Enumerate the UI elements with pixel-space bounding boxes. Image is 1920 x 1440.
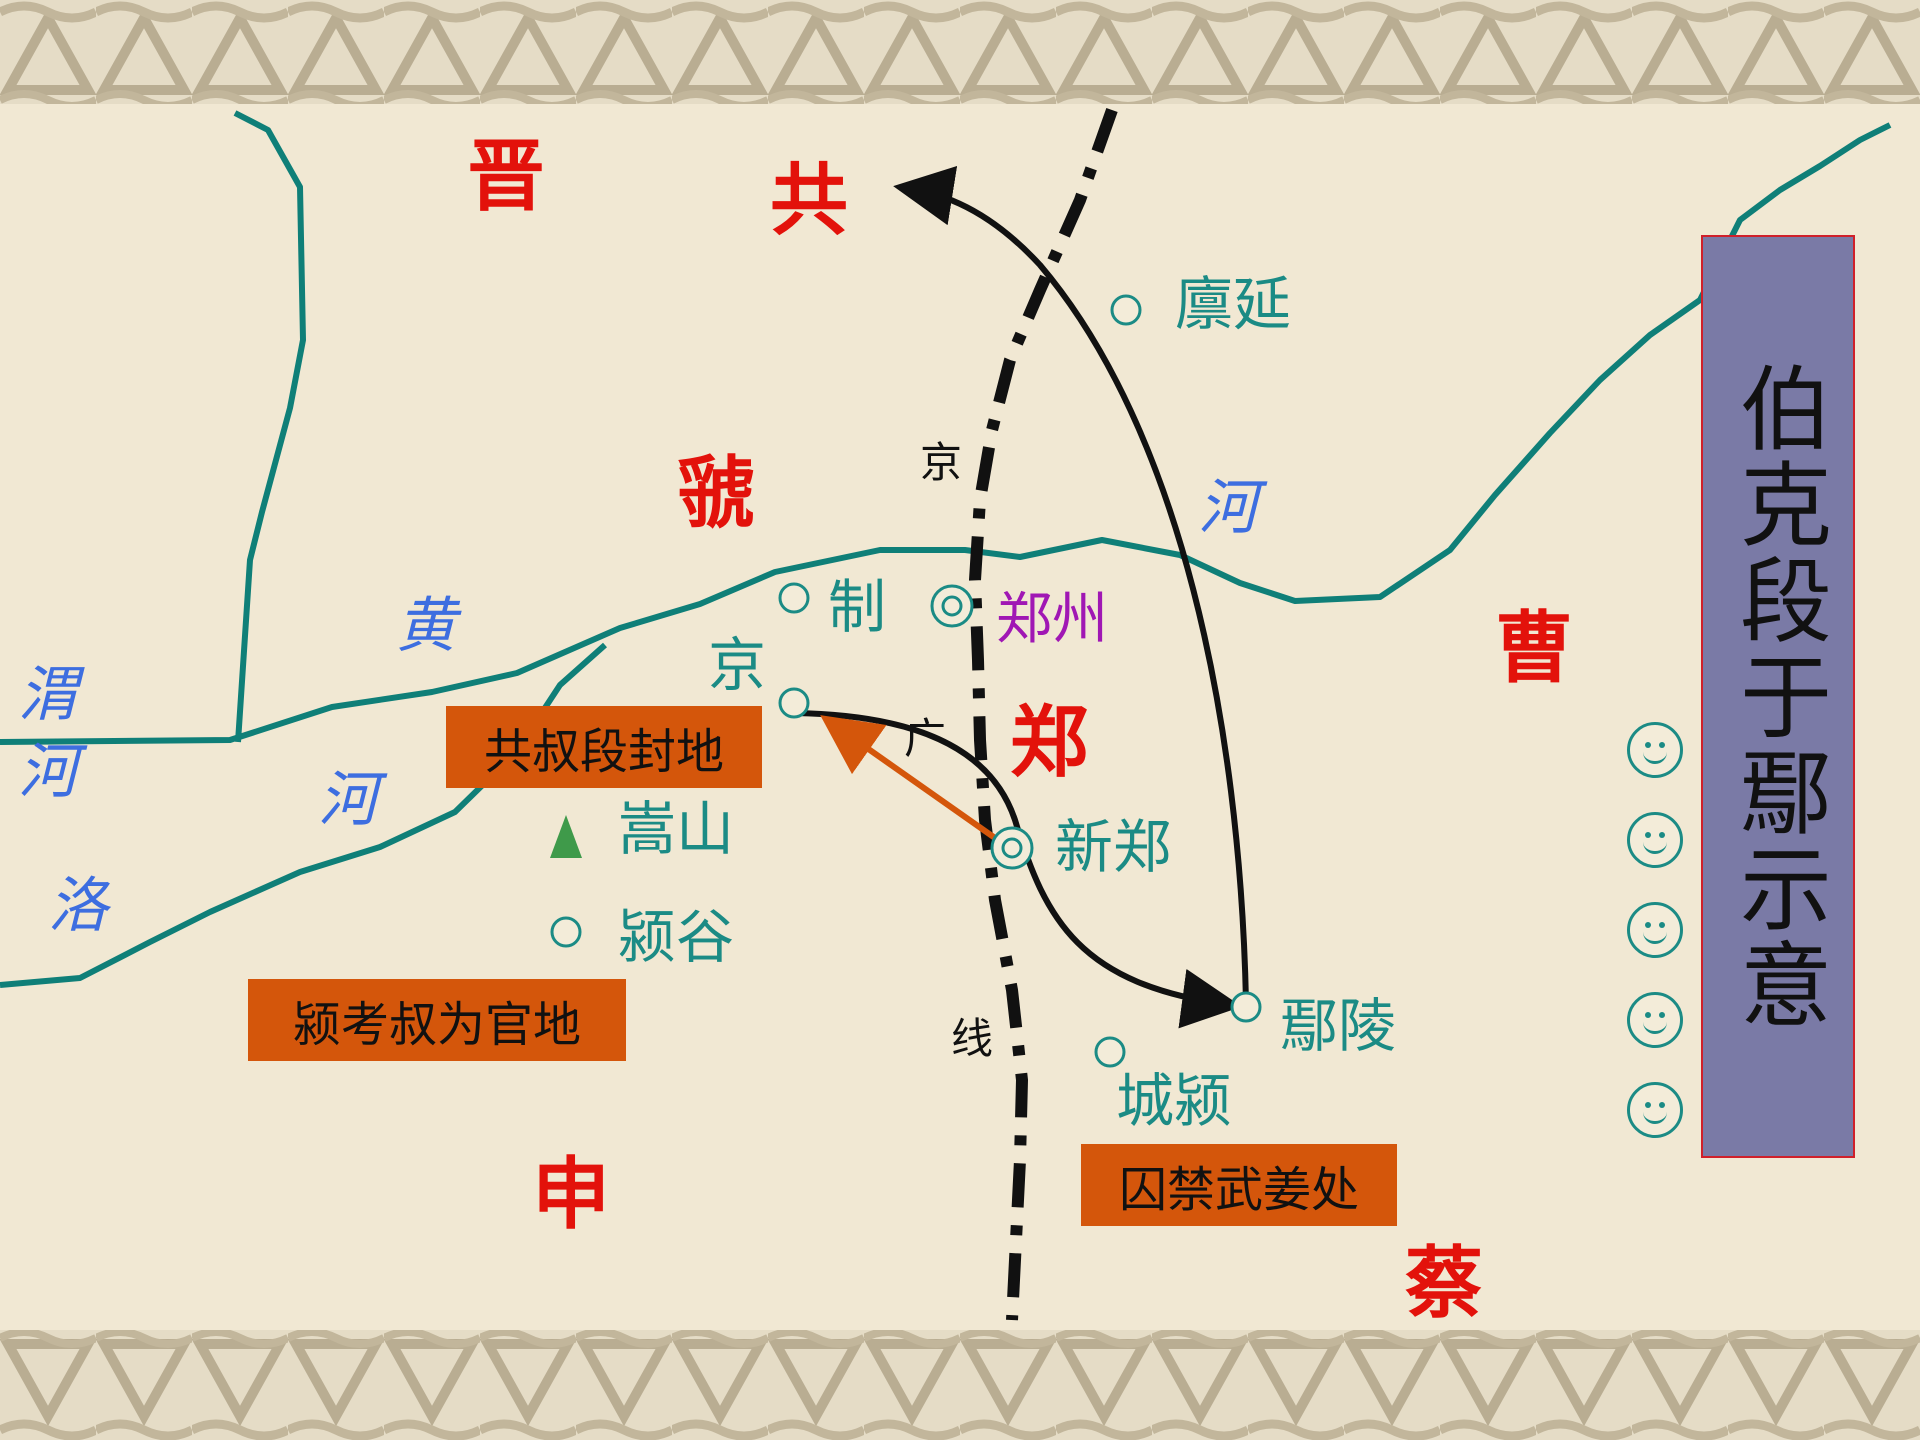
note-qinjin: 囚禁武姜处 [1081,1144,1397,1226]
city-linyan: 廪延 [1175,270,1292,338]
city-yinggu: 颍谷 [618,903,735,971]
state-jin: 晋 [467,132,546,222]
top-border-pattern [0,0,1920,104]
title-panel: 伯克段于鄢示意 [1701,235,1855,1158]
city-zhengzhou: 郑州 [996,587,1108,652]
state-guo: 虢 [677,449,756,539]
river-he-label: 河 [1198,473,1258,543]
river-luo-label: 洛 [48,871,108,941]
note-fengdi: 共叔段封地 [446,706,762,788]
river-he2-label: 河 [318,765,378,835]
city-xinzheng: 新郑 [1055,813,1172,881]
note-yingkao: 颍考叔为官地 [248,979,626,1061]
city-zhi: 制 [828,573,887,641]
city-marker-zhi [778,582,810,614]
city-marker-jing [778,687,810,719]
city-chengying: 城颍 [1116,1067,1233,1135]
city-marker-linyan [1110,294,1142,326]
bottom-border-pattern [0,1330,1920,1440]
state-cai: 蔡 [1405,1239,1484,1329]
city-marker-chengying [1094,1036,1126,1068]
jingguang-line [968,107,1118,1321]
line-label-xian: 线 [951,1014,994,1063]
river-huang-label: 黄 [396,591,456,661]
wei-river-line [233,110,306,743]
city-marker-xinzheng-inner [1001,837,1023,859]
mountain-icon [550,815,582,858]
state-gong: 共 [770,156,849,246]
page-title: 伯克段于鄢示意 [1724,360,1832,1033]
arrow-jing-to-yanling [794,710,1242,1029]
line-label-guang: 广 [904,714,947,763]
city-jing: 京 [708,631,767,699]
arrow-yanling-to-gong [893,165,1249,1003]
smiley-icon [1627,812,1683,868]
state-cao: 曹 [1495,604,1574,694]
river-wei-label: 渭 [18,660,78,730]
state-zheng: 郑 [1010,698,1089,788]
smiley-icon [1627,1082,1683,1138]
city-marker-yanling [1230,991,1262,1023]
city-yanling: 鄢陵 [1280,992,1397,1060]
mount-songshan: 嵩山 [618,795,735,863]
city-marker-zhengzhou-inner [941,595,963,617]
smiley-icon [1627,902,1683,958]
city-marker-yinggu [550,916,582,948]
smiley-icon [1627,992,1683,1048]
line-label-jing: 京 [920,438,963,487]
state-shen: 申 [532,1150,611,1240]
smiley-icon [1627,722,1683,778]
arrow-xinzheng-to-jing [820,715,997,841]
river-wei-he-label: 河 [18,737,78,807]
